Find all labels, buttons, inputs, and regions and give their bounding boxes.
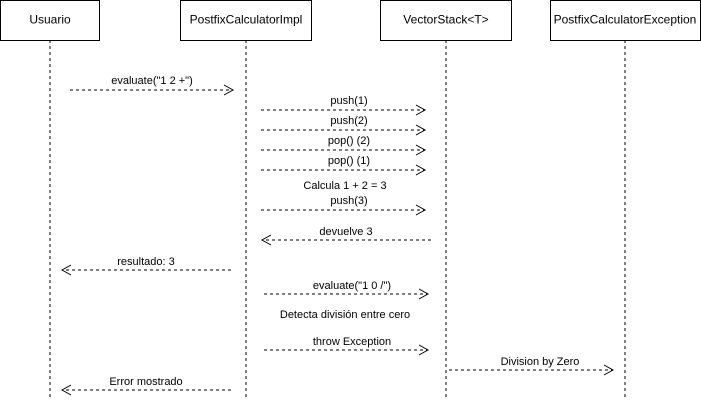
message-resultado-label: resultado: 3 <box>117 256 174 268</box>
participant-stack[interactable]: VectorStack<T> <box>380 0 512 41</box>
message-devuelve-3-label: devuelve 3 <box>319 226 372 238</box>
arrow-right-icon <box>603 364 615 376</box>
message-division-zero[interactable]: Division by Zero <box>449 356 615 376</box>
message-pop-1[interactable]: pop() (1) <box>261 155 427 176</box>
participant-calculator[interactable]: PostfixCalculatorImpl <box>180 0 312 41</box>
arrow-right-icon <box>415 204 427 216</box>
arrow-right-icon <box>415 164 427 176</box>
arrow-left-icon <box>60 384 72 396</box>
message-push-1[interactable]: push(1) <box>261 95 427 116</box>
participant-usuario-label: Usuario <box>29 13 71 27</box>
arrow-right-icon <box>415 144 427 156</box>
arrow-left-icon <box>260 234 272 246</box>
message-push-3-label: push(3) <box>330 195 367 207</box>
message-push-2[interactable]: push(2) <box>261 115 427 136</box>
message-devuelve-3[interactable]: devuelve 3 <box>260 226 431 246</box>
participant-usuario[interactable]: Usuario <box>0 0 100 41</box>
message-throw-label: throw Exception <box>313 336 391 348</box>
note-detecta: Detecta división entre cero <box>280 309 410 321</box>
message-pop-2-label: pop() (2) <box>328 135 370 147</box>
message-push-2-label: push(2) <box>330 115 367 127</box>
message-push-3[interactable]: push(3) <box>261 195 427 216</box>
arrow-right-icon <box>418 288 430 300</box>
message-evaluate-1-label: evaluate("1 2 +") <box>111 75 193 87</box>
message-push-1-label: push(1) <box>330 95 367 107</box>
participant-stack-label: VectorStack<T> <box>403 13 488 27</box>
participant-usuario-box <box>0 0 100 41</box>
message-throw[interactable]: throw Exception <box>264 336 430 356</box>
message-pop-1-label: pop() (1) <box>328 155 370 167</box>
arrow-right-icon <box>415 104 427 116</box>
message-evaluate-1[interactable]: evaluate("1 2 +") <box>70 75 235 96</box>
participant-calculator-label: PostfixCalculatorImpl <box>190 13 303 27</box>
message-evaluate-2-label: evaluate("1 0 /") <box>313 280 391 292</box>
participant-calculator-box <box>180 0 312 41</box>
message-division-zero-label: Division by Zero <box>501 356 580 368</box>
participant-stack-box <box>380 0 512 41</box>
message-evaluate-2[interactable]: evaluate("1 0 /") <box>264 280 430 300</box>
message-resultado[interactable]: resultado: 3 <box>60 256 231 276</box>
message-error-label: Error mostrado <box>109 376 182 388</box>
arrow-right-icon <box>418 344 430 356</box>
message-pop-2[interactable]: pop() (2) <box>261 135 427 156</box>
arrow-right-icon <box>223 84 235 96</box>
arrow-right-icon <box>415 124 427 136</box>
participant-exception-label: PostfixCalculatorException <box>554 13 697 27</box>
participant-exception[interactable]: PostfixCalculatorException <box>550 0 701 41</box>
participant-exception-box <box>550 0 701 41</box>
message-error[interactable]: Error mostrado <box>60 376 231 396</box>
arrow-left-icon <box>60 264 72 276</box>
note-calcula: Calcula 1 + 2 = 3 <box>303 180 386 192</box>
